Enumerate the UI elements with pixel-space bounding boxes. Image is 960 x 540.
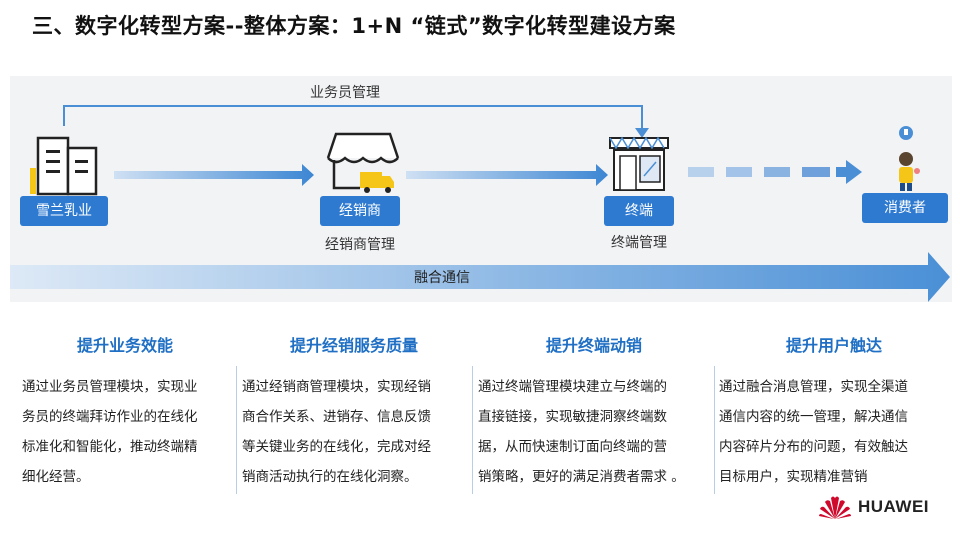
column-1-line: 务员的终端拜访作业的在线化: [22, 409, 198, 425]
column-4-text: 通过融合消息管理，实现全渠道 通信内容的统一管理，解决通信 内容碎片分布的问题，…: [719, 372, 951, 492]
column-2-line: 等关键业务的在线化，完成对经: [242, 439, 431, 455]
column-3-title: 提升终端动销: [545, 336, 642, 355]
column-1-line: 标准化和智能化，推动终端精: [22, 439, 198, 455]
column-3-line: 据，从而快速制订面向终端的营: [478, 439, 667, 455]
flow-diagram-svg: [10, 105, 950, 302]
column-2-text: 通过经销商管理模块，实现经销 商合作关系、进销存、信息反馈 等关键业务的在线化，…: [242, 372, 470, 492]
node-distributor-label: 经销商: [320, 196, 400, 226]
column-3-text: 通过终端管理模块建立与终端的 直接链接，实现敏捷洞察终端数 据，从而快速制订面向…: [478, 372, 714, 492]
column-3-line: 直接链接，实现敏捷洞察终端数: [478, 409, 667, 425]
terminal-store-icon: [609, 136, 669, 191]
node-consumer-label: 消费者: [862, 193, 948, 223]
huawei-logo: HUAWEI: [818, 494, 929, 520]
flow-arrow-3-dashed: [688, 160, 862, 184]
column-4-line: 内容碎片分布的问题，有效触达: [719, 439, 908, 455]
building-icon: [30, 136, 98, 196]
brand-name: HUAWEI: [858, 497, 929, 516]
node-distributor-sub: 经销商管理: [325, 237, 395, 253]
column-2-title: 提升经销服务质量: [289, 336, 418, 355]
column-1-line: 细化经营。: [22, 469, 90, 485]
column-4-title: 提升用户触达: [785, 336, 882, 355]
slide-title: 三、数字化转型方案--整体方案：1+N “链式”数字化转型建设方案: [32, 14, 676, 38]
node-terminal-sub: 终端管理: [611, 235, 667, 251]
column-2-line: 通过经销商管理模块，实现经销: [242, 379, 431, 395]
consumer-person-icon: [899, 126, 920, 191]
bottom-band-arrow: [10, 252, 950, 302]
flow-arrow-1: [114, 164, 314, 186]
top-connector-arrowhead: [635, 128, 649, 138]
column-1-text: 通过业务员管理模块，实现业 务员的终端拜访作业的在线化 标准化和智能化，推动终端…: [22, 372, 234, 492]
column-4-line: 通过融合消息管理，实现全渠道: [719, 379, 908, 395]
flow-arrow-2: [406, 164, 608, 186]
column-3-line: 销策略，更好的满足消费者需求 。: [478, 469, 685, 485]
top-arrow-label: 业务员管理: [310, 85, 380, 101]
flow-diagram-panel: 业务员管理 雪兰乳业 经销商 经销商管理 终端 终端管理 消费者 融合通信: [10, 76, 952, 302]
distributor-shop-icon: [326, 132, 400, 193]
column-divider-3: [714, 366, 715, 494]
column-3-line: 通过终端管理模块建立与终端的: [478, 379, 667, 395]
huawei-petal-icon: [819, 496, 851, 519]
column-4-line: 目标用户，实现精准营销: [719, 469, 868, 485]
node-company-label: 雪兰乳业: [20, 196, 108, 226]
column-1-line: 通过业务员管理模块，实现业: [22, 379, 198, 395]
column-2-line: 商合作关系、进销存、信息反馈: [242, 409, 431, 425]
column-2-line: 销商活动执行的在线化洞察。: [242, 469, 418, 485]
column-1-title: 提升业务效能: [76, 336, 173, 355]
column-divider-1: [236, 366, 237, 494]
bottom-band-label: 融合通信: [414, 270, 470, 286]
top-connector-line: [63, 105, 643, 132]
node-terminal-label: 终端: [604, 196, 674, 226]
column-divider-2: [472, 366, 473, 494]
column-4-line: 通信内容的统一管理，解决通信: [719, 409, 908, 425]
